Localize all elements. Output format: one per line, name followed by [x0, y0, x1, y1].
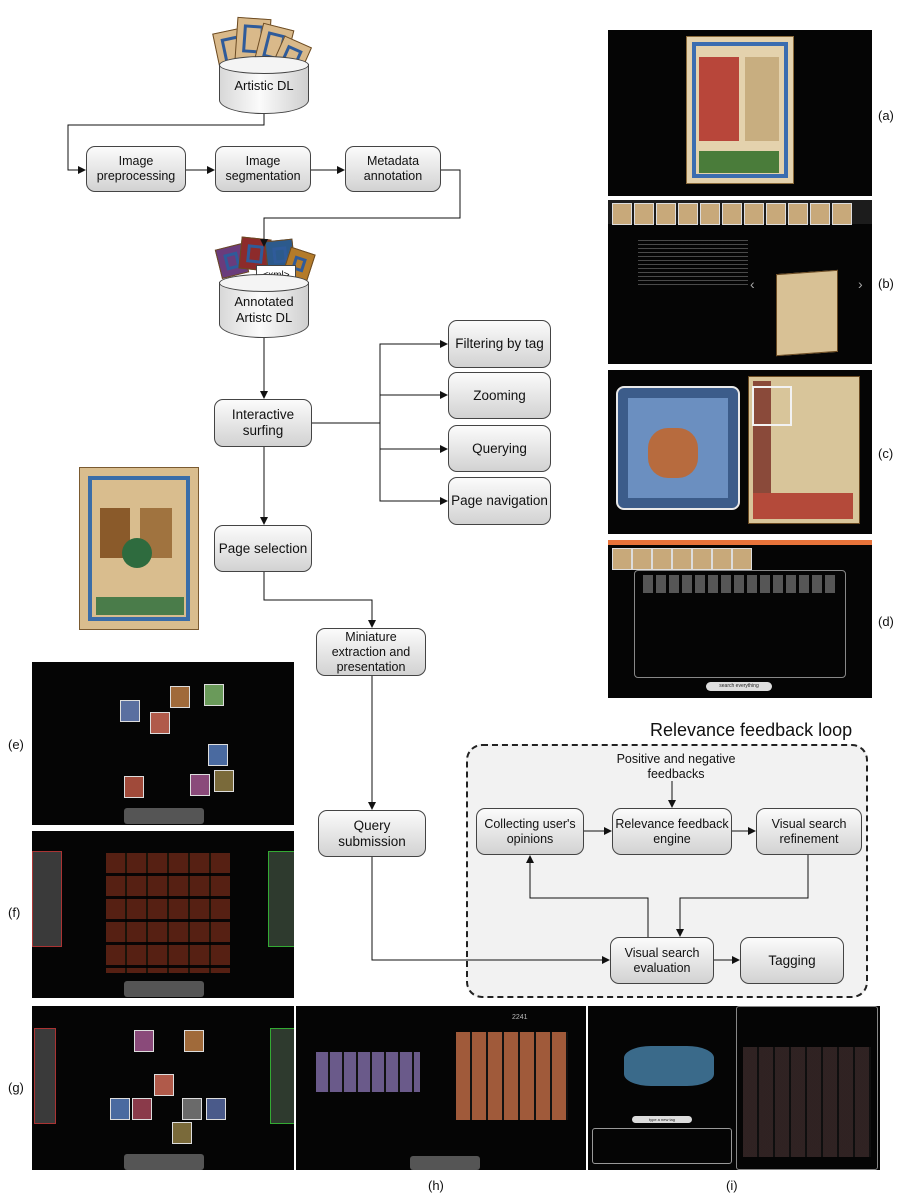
search-everything-button[interactable]: search everything — [706, 682, 772, 691]
visual-search-evaluation-box: Visual search evaluation — [610, 937, 714, 984]
screenshot-b-navigation: ‹ › — [608, 200, 872, 364]
visual-search-refinement-box: Visual search refinement — [756, 808, 862, 855]
panel-label-h: (h) — [428, 1178, 444, 1193]
search-bar[interactable] — [124, 1154, 204, 1170]
metadata-annotation-box: Metadata annotation — [345, 146, 441, 192]
annotated-dl-cylinder: Annotated Artistc DL — [219, 274, 309, 338]
page-selection-box: Page selection — [214, 525, 312, 572]
miniature-extraction-box: Miniature extraction and presentation — [316, 628, 426, 676]
zooming-label: Zooming — [473, 388, 526, 404]
screenshot-e-miniatures — [32, 662, 294, 825]
zooming-box: Zooming — [448, 372, 551, 419]
querying-box: Querying — [448, 425, 551, 472]
collecting-opinions-label: Collecting user's opinions — [479, 817, 581, 847]
interactive-surfing-label: Interactive surfing — [217, 407, 309, 439]
results-grid — [106, 853, 230, 973]
tagging-label: Tagging — [768, 953, 815, 969]
querying-label: Querying — [472, 441, 527, 457]
tag-input-area[interactable] — [592, 1128, 732, 1164]
annotated-dl-label: Annotated Artistc DL — [219, 294, 309, 326]
screenshot-a-page-view — [608, 30, 872, 196]
manuscript-page-preview — [79, 467, 199, 630]
panel-label-d: (d) — [878, 614, 894, 629]
image-preprocessing-label: Image preprocessing — [89, 154, 183, 184]
screenshot-c-zoom — [608, 370, 872, 534]
image-segmentation-box: Image segmentation — [215, 146, 311, 192]
result-counter: 2241 — [512, 1014, 528, 1021]
miniature-extraction-label: Miniature extraction and presentation — [319, 630, 423, 675]
panel-label-i: (i) — [726, 1178, 738, 1193]
query-submission-label: Query submission — [321, 818, 423, 850]
filtering-by-tag-label: Filtering by tag — [455, 336, 544, 352]
search-bar[interactable] — [124, 808, 204, 824]
new-tag-button[interactable]: type a new tag — [632, 1116, 692, 1123]
panel-label-b: (b) — [878, 276, 894, 291]
metadata-annotation-label: Metadata annotation — [348, 154, 438, 184]
image-preprocessing-box: Image preprocessing — [86, 146, 186, 192]
chevron-right-icon[interactable]: › — [858, 276, 863, 292]
relevance-feedback-title: Relevance feedback loop — [650, 720, 852, 741]
visual-search-refinement-label: Visual search refinement — [759, 817, 859, 847]
positive-negative-feedbacks-label: Positive and negative feedbacks — [600, 752, 752, 782]
search-bar[interactable] — [410, 1156, 480, 1170]
artistic-dl-cylinder: Artistic DL — [219, 56, 309, 114]
filtering-by-tag-box: Filtering by tag — [448, 320, 551, 368]
page-navigation-label: Page navigation — [451, 493, 548, 509]
query-submission-box: Query submission — [318, 810, 426, 857]
screenshot-d-tag-filter: search everything — [608, 540, 872, 698]
search-bar[interactable] — [124, 981, 204, 997]
tag-cloud-panel — [634, 570, 846, 678]
relevance-engine-box: Relevance feedback engine — [612, 808, 732, 855]
artistic-dl-label: Artistic DL — [219, 78, 309, 94]
tagging-box: Tagging — [740, 937, 844, 984]
panel-label-c: (c) — [878, 446, 893, 461]
page-selection-label: Page selection — [219, 541, 308, 557]
page-navigation-box: Page navigation — [448, 477, 551, 525]
panel-label-g: (g) — [8, 1080, 24, 1095]
panel-label-f: (f) — [8, 905, 20, 920]
collecting-opinions-box: Collecting user's opinions — [476, 808, 584, 855]
screenshot-i-tagging: type a new tag — [588, 1006, 880, 1170]
image-segmentation-label: Image segmentation — [218, 154, 308, 184]
visual-search-evaluation-label: Visual search evaluation — [613, 946, 711, 976]
panel-label-a: (a) — [878, 108, 894, 123]
screenshot-g-refined-results — [32, 1006, 294, 1170]
relevance-engine-label: Relevance feedback engine — [615, 817, 729, 847]
interactive-surfing-box: Interactive surfing — [214, 399, 312, 447]
screenshot-h-evaluation: 2241 — [296, 1006, 586, 1170]
tag-library-panel — [736, 1006, 878, 1170]
screenshot-f-query-results — [32, 831, 294, 998]
panel-label-e: (e) — [8, 737, 24, 752]
chevron-left-icon[interactable]: ‹ — [750, 276, 755, 292]
